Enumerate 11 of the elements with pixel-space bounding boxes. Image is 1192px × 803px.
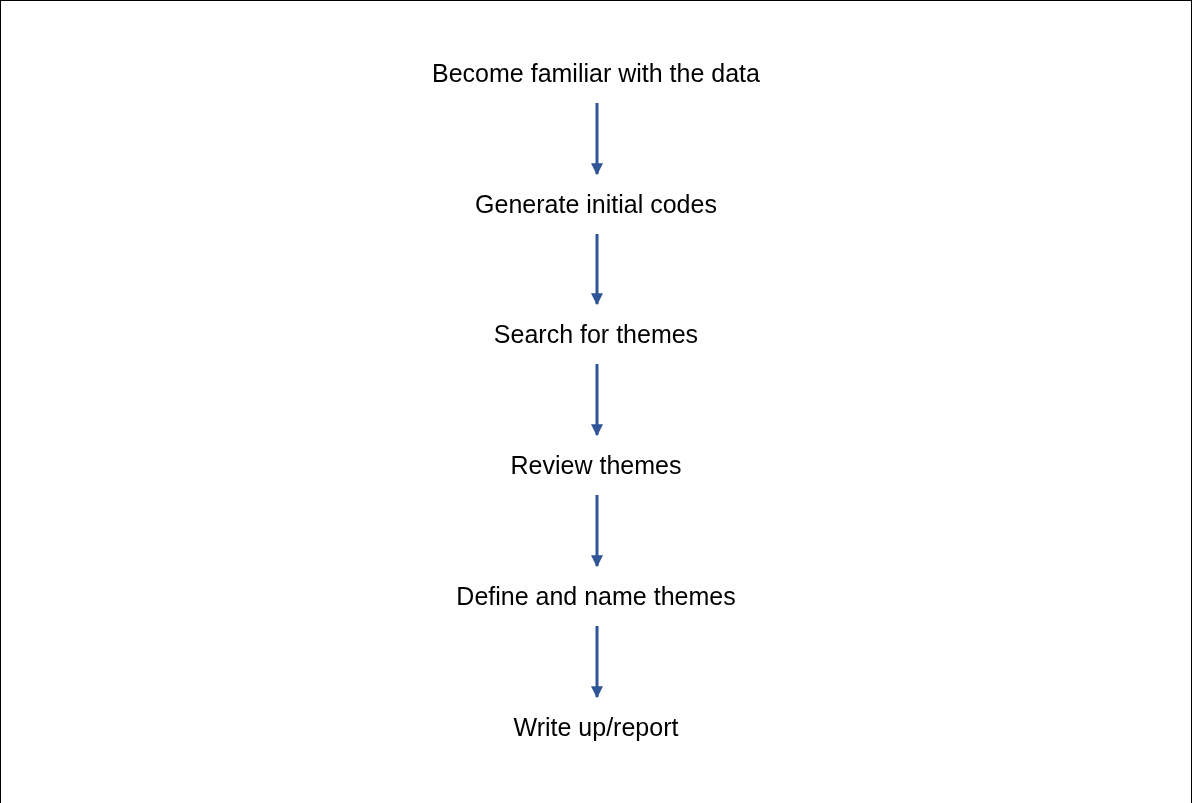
step-label: Write up/report <box>513 712 679 742</box>
step-label: Become familiar with the data <box>432 58 760 88</box>
step-label: Review themes <box>510 450 682 480</box>
step-label: Define and name themes <box>456 581 736 611</box>
arrow <box>591 234 603 306</box>
arrow <box>591 626 603 699</box>
arrow <box>591 495 603 568</box>
step-label: Generate initial codes <box>475 189 717 219</box>
step-label: Search for themes <box>493 319 699 349</box>
arrow <box>591 103 603 176</box>
arrow <box>591 364 603 437</box>
